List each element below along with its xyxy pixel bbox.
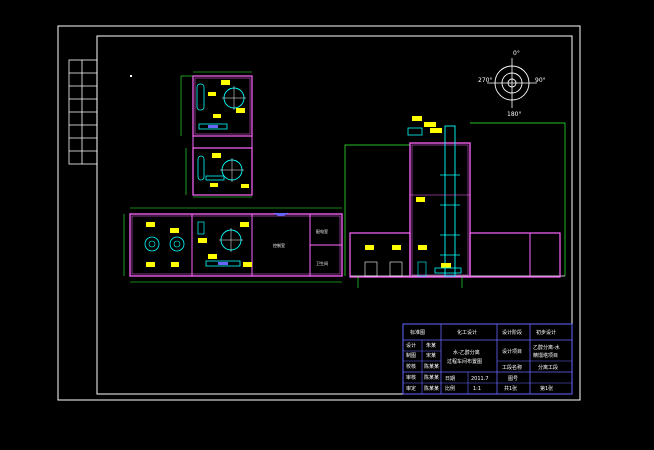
tb-date-label: 日期	[445, 376, 455, 382]
tb-reviewed-by-label: 审核	[406, 374, 416, 381]
origin-marker	[130, 75, 132, 77]
tb-scale-label: 比例	[445, 385, 455, 392]
tb-drawing-category-value: 化工设计	[457, 329, 477, 336]
control-room-label: 控制室	[273, 242, 285, 248]
tb-drawing-category-label: 标准图	[410, 329, 425, 336]
tb-design-stage-value: 初步设计	[536, 329, 556, 336]
compass-south-label: 180°	[507, 111, 521, 118]
tb-project-value-line2: 精馏塔项目	[533, 352, 558, 359]
compass-east-label: 90°	[535, 77, 546, 84]
compass-rose: 0° 90° 180° 270°	[478, 50, 546, 118]
tb-checked-by-label: 校核	[406, 363, 416, 370]
sheet-outer-border	[57, 25, 581, 401]
sheet-inner-frame	[96, 35, 573, 395]
tb-drawing-title-line2: 过程车间布置图	[447, 358, 482, 365]
tb-designed-by: 朱某	[426, 342, 436, 349]
revision-grid	[68, 59, 98, 165]
distribution-room-label: 配电室	[316, 228, 328, 234]
compass-west-label: 270°	[478, 77, 492, 84]
tb-designed-by-label: 设计	[406, 342, 416, 349]
tb-reviewed-by: 陈某某	[424, 374, 439, 381]
left-middle-room	[185, 147, 253, 198]
right-elevation	[344, 116, 566, 288]
title-block: 标准图 化工设计 设计阶段 初步设计 设计 朱某 制图 宋某 校核 陈某某 审核…	[402, 323, 573, 395]
tb-design-stage-label: 设计阶段	[502, 329, 522, 336]
restroom-label: 卫生间	[316, 260, 328, 266]
tb-sheet-no-value: 第1张	[540, 385, 553, 392]
tb-project-value-line1: 乙醇分离-水	[533, 344, 560, 351]
tb-date-value: 2011.7	[471, 376, 489, 382]
compass-north-label: 0°	[513, 50, 520, 57]
tb-project-label: 设计项目	[502, 348, 522, 355]
tb-scale-value: 1:1	[473, 386, 481, 392]
tb-drawn-by-label: 制图	[406, 352, 416, 359]
left-lower-building: 控制室 配电室 卫生间	[123, 207, 343, 283]
tb-sheet-label: 图号	[508, 376, 518, 382]
tb-work-item-value: 分离工段	[538, 364, 558, 371]
tb-approved-by-label: 审定	[406, 385, 416, 392]
tb-checked-by: 陈某某	[424, 363, 439, 370]
tb-work-item-label: 工段名称	[502, 364, 522, 371]
tb-approved-by: 陈某某	[424, 385, 439, 392]
left-upper-room	[180, 71, 253, 137]
tb-drawn-by: 宋某	[426, 352, 436, 359]
tb-drawing-title-line1: 水-乙醇分离	[453, 349, 480, 356]
tb-sheet-no-label: 共1张	[504, 385, 517, 392]
